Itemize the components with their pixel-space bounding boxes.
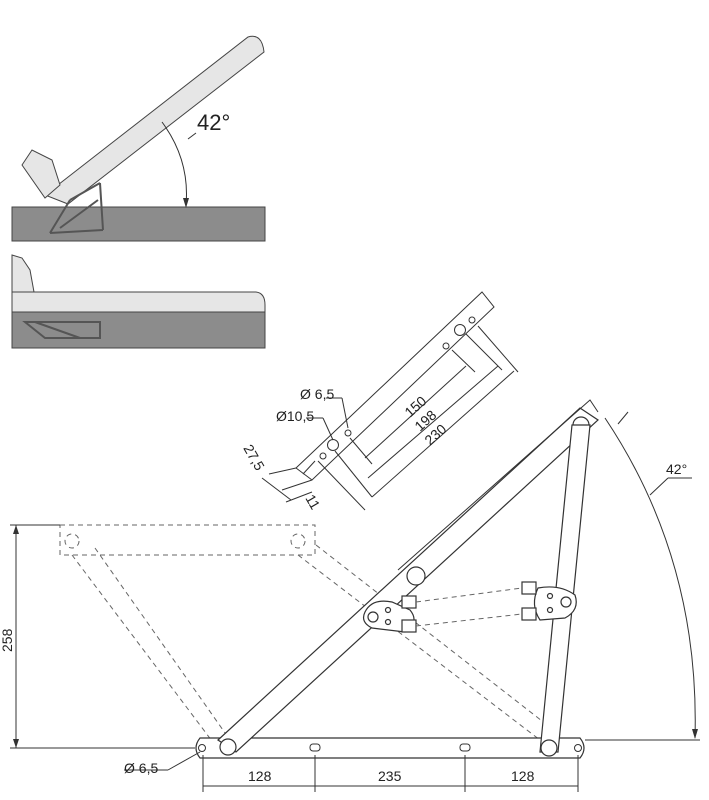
spring-fitting-left — [362, 595, 417, 633]
closed-bed-illustration — [11, 254, 266, 349]
opened-bed-illustration: 42° — [11, 35, 266, 242]
opened-angle-label: 42° — [197, 110, 230, 135]
fitting-opened — [49, 182, 104, 234]
bed-lid-closed — [11, 291, 266, 313]
main-mechanism: 258 — [0, 399, 700, 792]
fitting-closed — [22, 321, 101, 339]
bed-base-opened — [11, 206, 266, 242]
closed-position-ghost — [59, 524, 561, 746]
label-hole-small: Ø 6,5 — [300, 386, 334, 402]
label-dim-128-left: 128 — [248, 768, 272, 784]
label-height-258: 258 — [0, 628, 15, 652]
opened-angle-arc — [161, 121, 187, 206]
label-dim-27-5: 27,5 — [240, 442, 268, 474]
spring-fitting-right — [521, 581, 577, 621]
bed-base-closed — [11, 309, 266, 349]
main-angle-arc — [604, 417, 696, 739]
label-dim-11: 11 — [302, 492, 323, 513]
bed-lid-opened — [43, 35, 265, 205]
label-dim-128-right: 128 — [511, 768, 535, 784]
headboard-closed — [11, 254, 35, 293]
headboard-opened — [21, 149, 61, 199]
label-dim-235: 235 — [378, 768, 402, 784]
main-angle-label: 42° — [666, 461, 687, 477]
label-hole-large: Ø10,5 — [276, 408, 314, 424]
detail-bar: Ø 6,5 Ø10,5 150 198 230 27,5 11 — [240, 291, 519, 513]
base-rail — [195, 737, 585, 759]
support-arm — [539, 424, 591, 753]
label-pivot-hole: Ø 6,5 — [124, 760, 158, 776]
